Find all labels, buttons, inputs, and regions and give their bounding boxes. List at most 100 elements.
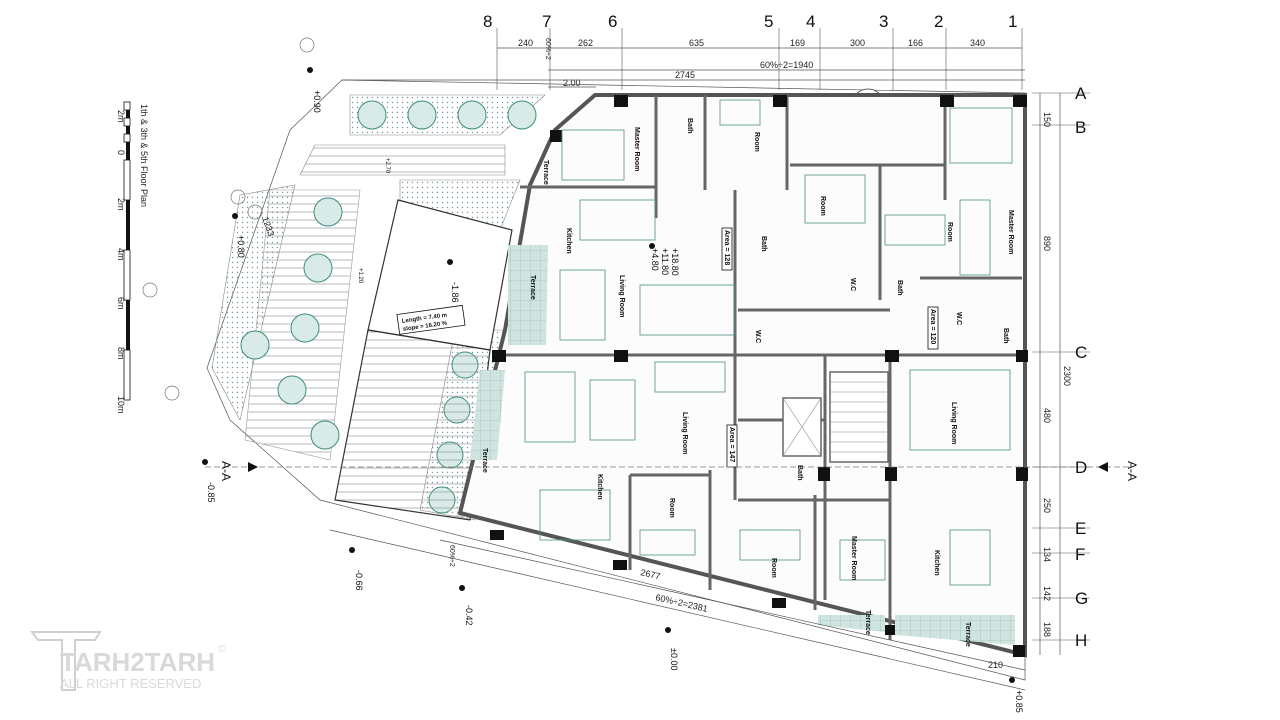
room-label-master-room-2: Master Room bbox=[1007, 210, 1014, 254]
grid-col-3: 3 bbox=[879, 12, 888, 31]
dim-60-half-bottom: 60%÷2 bbox=[448, 545, 455, 567]
dim-250: 250 bbox=[1042, 498, 1052, 513]
level-plus-080: +0.80 bbox=[236, 235, 246, 258]
grid-row-D: D bbox=[1075, 458, 1087, 477]
grid-col-4: 4 bbox=[806, 12, 815, 31]
top-grid: 8 7 6 5 4 3 2 1 240 60%÷2 262 635 169 30… bbox=[342, 12, 1025, 90]
grid-col-7: 7 bbox=[542, 12, 551, 31]
grid-row-H: H bbox=[1075, 631, 1087, 650]
scale-label-10m: 10m bbox=[116, 396, 126, 414]
dim-635: 635 bbox=[689, 38, 704, 48]
section-label-left: A-A bbox=[219, 461, 233, 481]
level-center-1880: +18.80 bbox=[670, 248, 680, 276]
dim-142: 142 bbox=[1042, 586, 1052, 601]
room-label-kitchen-1: Kitchen bbox=[565, 228, 572, 254]
room-label-terrace-4: Terrace bbox=[864, 610, 871, 635]
room-label-living-room-2: Living Room bbox=[681, 412, 688, 454]
dim-166: 166 bbox=[908, 38, 923, 48]
level-minus-066: -0.66 bbox=[354, 570, 364, 591]
grid-row-F: F bbox=[1075, 545, 1085, 564]
scale-label-4m: 4m bbox=[116, 248, 126, 261]
scale-label-2m-top: 2m bbox=[116, 110, 126, 123]
scale-label-2m: 2m bbox=[116, 198, 126, 211]
room-label-wc-2: W.C bbox=[955, 312, 962, 325]
level-center-1180: +11.80 bbox=[660, 248, 670, 275]
level-small-2: +1.20 bbox=[357, 268, 363, 284]
watermark-copyright: © bbox=[218, 644, 226, 655]
room-label-bath-3: Bath bbox=[896, 280, 903, 296]
scale-label-6m: 6m bbox=[116, 297, 126, 310]
dim-340: 340 bbox=[970, 38, 985, 48]
room-label-master-room-1: Master Room bbox=[633, 127, 640, 171]
scale-bar: 2m 0 2m 4m 6m 8m 10m 1th & 3th & 5th Flo… bbox=[116, 101, 149, 414]
dim-134: 134 bbox=[1042, 547, 1052, 562]
room-label-bath-4: Bath bbox=[1002, 328, 1009, 344]
room-label-room-5: Room bbox=[770, 558, 777, 578]
right-grid: A B C D E F G H 150 890 480 250 134 142 … bbox=[1032, 84, 1090, 655]
grid-col-1: 1 bbox=[1008, 12, 1017, 31]
grid-col-2: 2 bbox=[934, 12, 943, 31]
watermark-logo: TARH2TARH ALL RIGHT RESERVED © bbox=[30, 631, 226, 691]
watermark-rights: ALL RIGHT RESERVED bbox=[60, 676, 201, 691]
level-zero: ±0.00 bbox=[669, 648, 679, 670]
room-label-room-3: Room bbox=[946, 222, 953, 242]
room-label-bath-5: Bath bbox=[796, 465, 803, 481]
room-label-terrace-2: Terrace bbox=[529, 275, 536, 300]
building bbox=[457, 93, 1028, 658]
room-label-wc-3: W.C bbox=[754, 330, 761, 343]
grid-row-B: B bbox=[1075, 118, 1086, 137]
scale-label-8m: 8m bbox=[116, 347, 126, 360]
room-label-room-2: Room bbox=[819, 196, 826, 216]
dim-169: 169 bbox=[790, 38, 805, 48]
area-label-147: Area = 147 bbox=[728, 427, 735, 462]
grid-row-E: E bbox=[1075, 519, 1086, 538]
stair-core bbox=[782, 371, 889, 463]
parking-ramp: Length = 7.40 m slope = 16.20 % bbox=[334, 199, 513, 521]
grid-row-A: A bbox=[1075, 84, 1087, 103]
area-label-120: Area = 120 bbox=[929, 309, 936, 344]
ramp-info-box: Length = 7.40 m slope = 16.20 % bbox=[396, 304, 466, 335]
level-plus-085-right: +0.85 bbox=[1014, 690, 1024, 713]
room-label-room-1: Room bbox=[753, 132, 760, 152]
level-minus-186: -1.86 bbox=[450, 282, 460, 303]
scale-label-0: 0 bbox=[116, 150, 126, 155]
room-label-room-4: Room bbox=[668, 498, 675, 518]
level-minus-042: -0.42 bbox=[464, 605, 474, 626]
level-small-1: +2.70 bbox=[384, 158, 390, 174]
room-label-wc-1: W.C bbox=[849, 278, 856, 291]
dim-60-half-top: 60%÷2 bbox=[544, 38, 551, 60]
plan-title: 1th & 3th & 5th Floor Plan bbox=[139, 104, 149, 207]
grid-col-5: 5 bbox=[764, 12, 773, 31]
dim-188: 188 bbox=[1042, 622, 1052, 637]
section-label-right: A-A bbox=[1125, 461, 1139, 481]
room-label-bath-2: Bath bbox=[760, 236, 767, 252]
dim-890: 890 bbox=[1042, 236, 1052, 251]
dim-210: 210 bbox=[988, 660, 1003, 670]
room-label-master-room-3: Master Room bbox=[850, 536, 857, 580]
dim-2-00: 2.00 bbox=[563, 78, 581, 88]
dim-2677: 2677 bbox=[640, 567, 662, 581]
dim-top-total: 60%÷2=1940 bbox=[760, 60, 813, 70]
area-label-128: Area = 128 bbox=[723, 230, 730, 265]
level-minus-085-left: -0.85 bbox=[206, 482, 216, 503]
room-label-kitchen-2: Kitchen bbox=[596, 474, 603, 500]
grid-col-6: 6 bbox=[608, 12, 617, 31]
room-label-living-room-3: Living Room bbox=[950, 402, 957, 444]
level-plus-090: +0.90 bbox=[312, 90, 322, 113]
dim-150: 150 bbox=[1042, 112, 1052, 127]
room-label-terrace-3: Terrace bbox=[481, 448, 488, 473]
dim-300: 300 bbox=[850, 38, 865, 48]
grid-row-C: C bbox=[1075, 343, 1087, 362]
level-center-480: +4.80 bbox=[650, 248, 660, 271]
dim-240: 240 bbox=[518, 38, 533, 48]
room-label-terrace-1: Terrace bbox=[542, 160, 549, 185]
watermark-brand: TARH2TARH bbox=[60, 647, 215, 677]
grid-col-8: 8 bbox=[483, 12, 492, 31]
area-labels: Area = 128 Area = 120 Area = 147 bbox=[721, 227, 939, 468]
dim-480: 480 bbox=[1042, 408, 1052, 423]
tree-column-left bbox=[240, 197, 343, 450]
room-label-kitchen-3: Kitchen bbox=[933, 550, 940, 576]
section-markers: A-A A-A bbox=[205, 461, 1139, 481]
room-label-bath-1: Bath bbox=[686, 118, 693, 134]
